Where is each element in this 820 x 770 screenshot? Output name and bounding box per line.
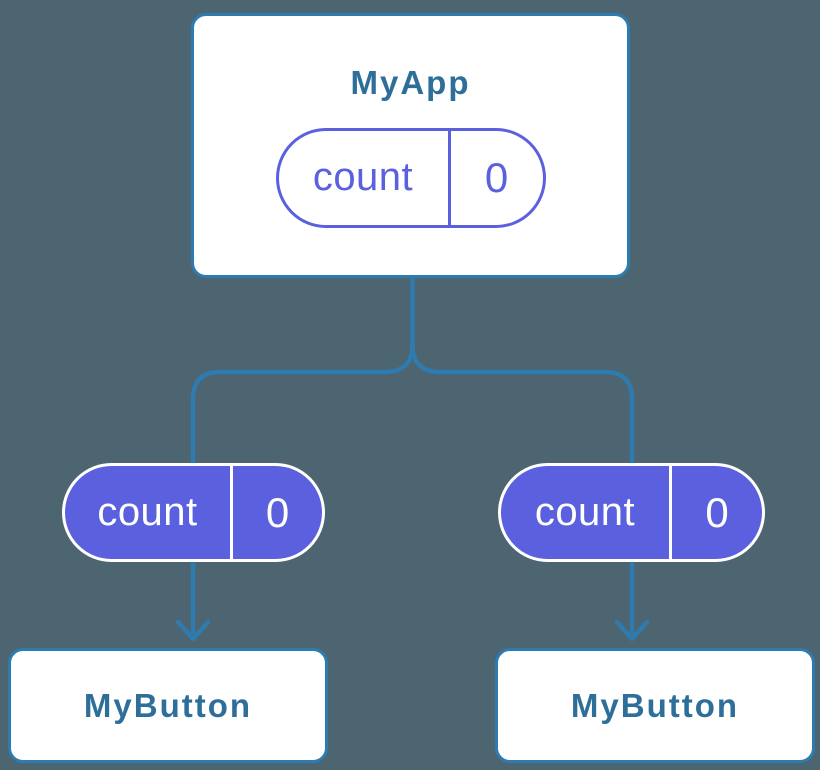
root-component-title: MyApp xyxy=(350,63,471,101)
child-left-prop-value: 0 xyxy=(265,488,290,536)
child-right-prop-pill: count 0 xyxy=(498,463,765,562)
arrowhead-left-icon xyxy=(175,619,211,642)
root-state-name: count xyxy=(279,130,451,225)
child-right-component-title: MyButton xyxy=(570,686,740,724)
root-component-box: MyApp count 0 xyxy=(191,13,630,278)
child-left-prop-pill: count 0 xyxy=(62,463,325,562)
child-left-component-box: MyButton xyxy=(8,648,328,763)
child-right-prop-value: 0 xyxy=(705,488,729,536)
child-right-component-box: MyButton xyxy=(495,648,815,763)
root-state-value: 0 xyxy=(484,153,509,201)
root-state-pill: count 0 xyxy=(275,127,546,228)
child-left-prop-name: count xyxy=(65,466,233,559)
child-right-prop-name: count xyxy=(501,466,672,559)
arrowhead-right-icon xyxy=(614,619,650,642)
child-left-component-title: MyButton xyxy=(83,686,253,724)
branch-left-line xyxy=(190,344,415,634)
branch-right-line xyxy=(410,344,635,634)
